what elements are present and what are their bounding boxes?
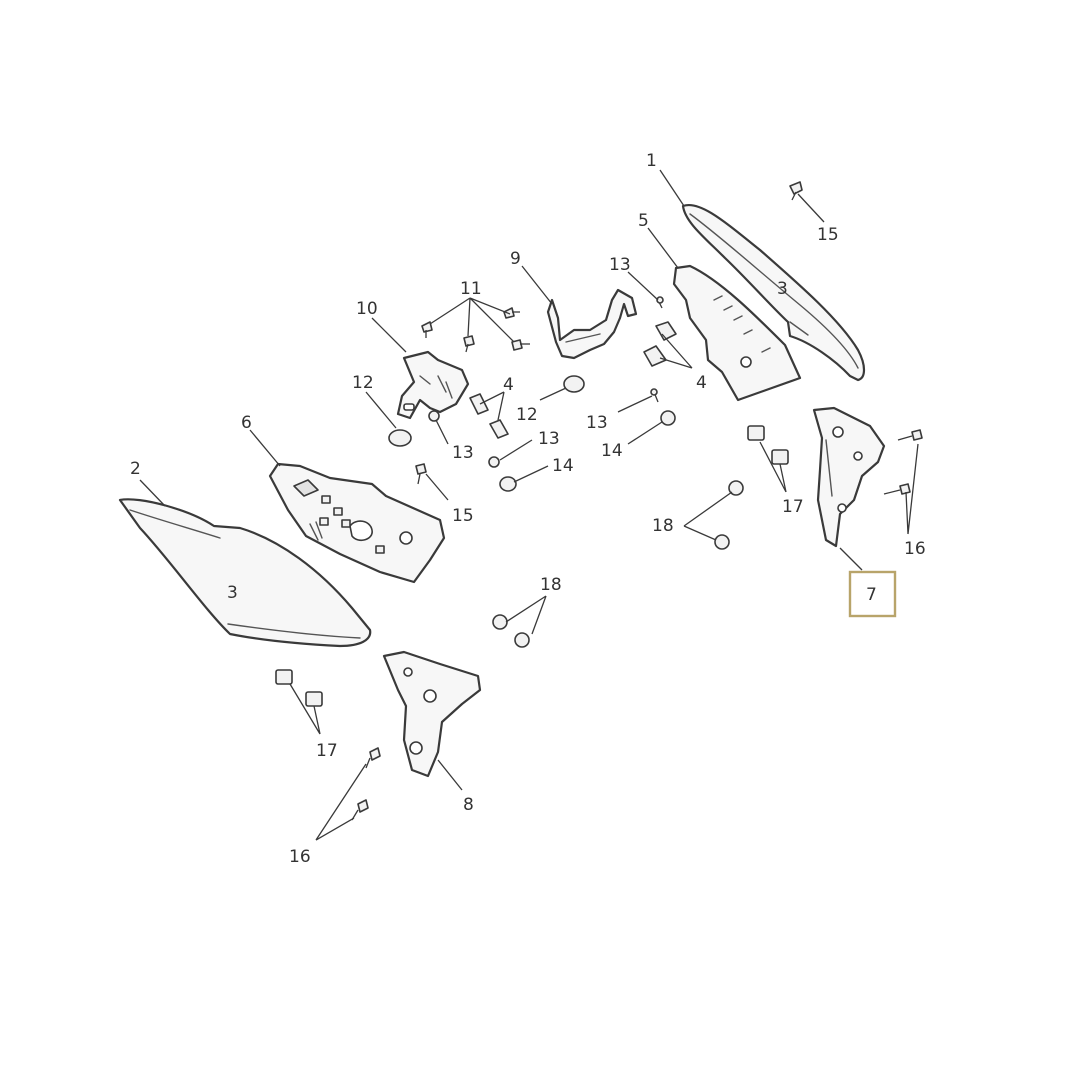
callout-1: 1	[646, 151, 657, 171]
callout-4-right: 4	[696, 373, 707, 393]
callout-3-fairing: 3	[777, 279, 788, 299]
part-2-side-panel	[118, 498, 372, 648]
callout-2: 2	[130, 459, 141, 479]
part-9-bracket	[546, 288, 638, 360]
callout-10: 10	[356, 299, 378, 319]
callout-16-left: 16	[289, 847, 311, 867]
hardware-items	[275, 181, 923, 821]
callout-15-mid: 15	[452, 506, 474, 526]
callout-13-center: 13	[538, 429, 560, 449]
leader-lines	[139, 169, 919, 841]
callout-18-right: 18	[652, 516, 674, 536]
callout-8: 8	[463, 795, 474, 815]
callout-5: 5	[638, 211, 649, 231]
part-1-upper-fairing	[681, 203, 866, 382]
callout-9: 9	[510, 249, 521, 269]
callout-3-panel: 3	[227, 583, 238, 603]
part-10-mount-bracket	[396, 350, 470, 420]
highlight-box-7	[848, 570, 897, 618]
part-6-center-panel	[268, 462, 446, 584]
callout-14-left: 14	[552, 456, 574, 476]
callout-16-right: 16	[904, 539, 926, 559]
part-8-left-bracket	[382, 650, 482, 778]
callout-13-left: 13	[452, 443, 474, 463]
callout-labels: 1 2 3 3 4 4 5 6 7 8 9 10 11 12 12 13 13 …	[130, 151, 926, 867]
callout-12-left: 12	[352, 373, 374, 393]
callout-12-right: 12	[516, 405, 538, 425]
part-7-right-bracket	[812, 406, 886, 548]
callout-18-left: 18	[540, 575, 562, 595]
part-5-inner-panel	[672, 264, 802, 402]
callout-15-top: 15	[817, 225, 839, 245]
callout-17-right: 17	[782, 497, 804, 517]
callout-7: 7	[866, 585, 877, 605]
callout-13-top: 13	[609, 255, 631, 275]
callout-11: 11	[460, 279, 482, 299]
callout-4-left: 4	[503, 375, 514, 395]
callout-6: 6	[241, 413, 252, 433]
callout-14-right: 14	[601, 441, 623, 461]
callout-13-mid: 13	[586, 413, 608, 433]
callout-17-left: 17	[316, 741, 338, 761]
